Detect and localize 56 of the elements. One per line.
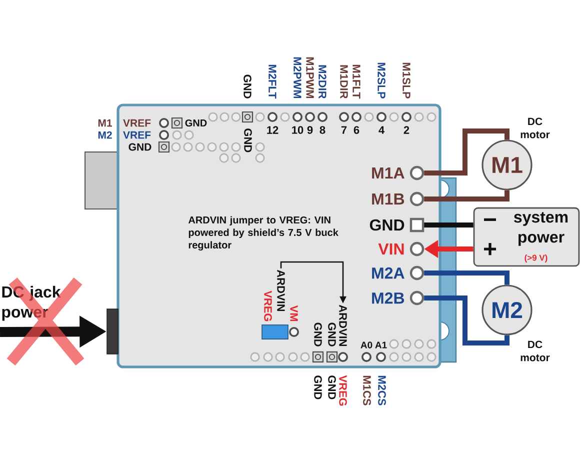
pin-label: GND [314,376,322,400]
pin-number: 10 [292,126,304,134]
pin-label: GND [328,376,336,400]
terminal-label: GND [370,219,404,231]
terminal-label: M1B [372,193,404,204]
pin-label: GND [244,74,252,98]
pin-number: 12 [267,126,278,134]
pin-label: VREG [339,375,347,406]
pin-label: GND [314,322,322,346]
terminal-label: M2A [372,267,404,279]
pin-label: M2 [98,131,112,139]
pin-label: VREF [123,119,151,127]
motor-caption: DC motor [520,118,550,138]
pin-label: VREF [123,131,151,139]
voltage-rating: (>9 V) [524,254,548,262]
terminal-label: M1A [372,167,404,178]
pin-label: GND [328,322,336,346]
polarity-sign: − [484,218,496,221]
wire [424,128,510,176]
pin-label: GND [128,143,152,151]
pin-label: M2SLP [378,62,386,98]
pin-number: 7 [341,126,347,134]
pin-label: M2DIR [318,65,326,99]
circuit-board [116,104,442,368]
pin-label: A1 [375,342,387,348]
motor-caption: DC motor [520,340,550,362]
terminal-label: VIN [378,243,404,254]
pin-label: M1PWM [306,57,314,98]
note-text: ARDVIN jumper to VREG: VIN powered by shield’s 7.5 V buck regulator [188,216,338,251]
pin-number: 6 [354,126,360,134]
pin-number: 4 [378,126,384,134]
pin-label: GND [185,119,207,127]
pin-label: M2CS [378,376,386,406]
wire [424,222,474,228]
wire [424,296,510,346]
dc-jack [106,308,118,354]
polarity-sign: + [484,242,496,256]
pin-label: VREG [264,290,272,322]
pin-number: 9 [307,126,313,134]
pin-number: 2 [404,126,410,134]
pin-label: M1 [98,119,112,127]
wire [424,190,510,202]
pin-label: M2FLT [268,64,276,99]
pin-number: 8 [320,126,326,134]
pin-label: M1CS [363,376,371,406]
pin-label: GND [244,128,252,152]
terminal-label: M2B [372,292,404,304]
pin-label: M1DIR [340,65,348,99]
pin-label: M2PWM [294,57,302,98]
pin-label: ARDVIN [277,270,285,312]
pin-label: M1FLT [352,64,360,99]
wire [424,270,510,285]
pin-label: M1SLP [402,62,410,98]
pin-label: A0 [360,342,372,348]
pin-label: ARDVIN [339,304,347,346]
pin-label: VM [290,305,298,322]
